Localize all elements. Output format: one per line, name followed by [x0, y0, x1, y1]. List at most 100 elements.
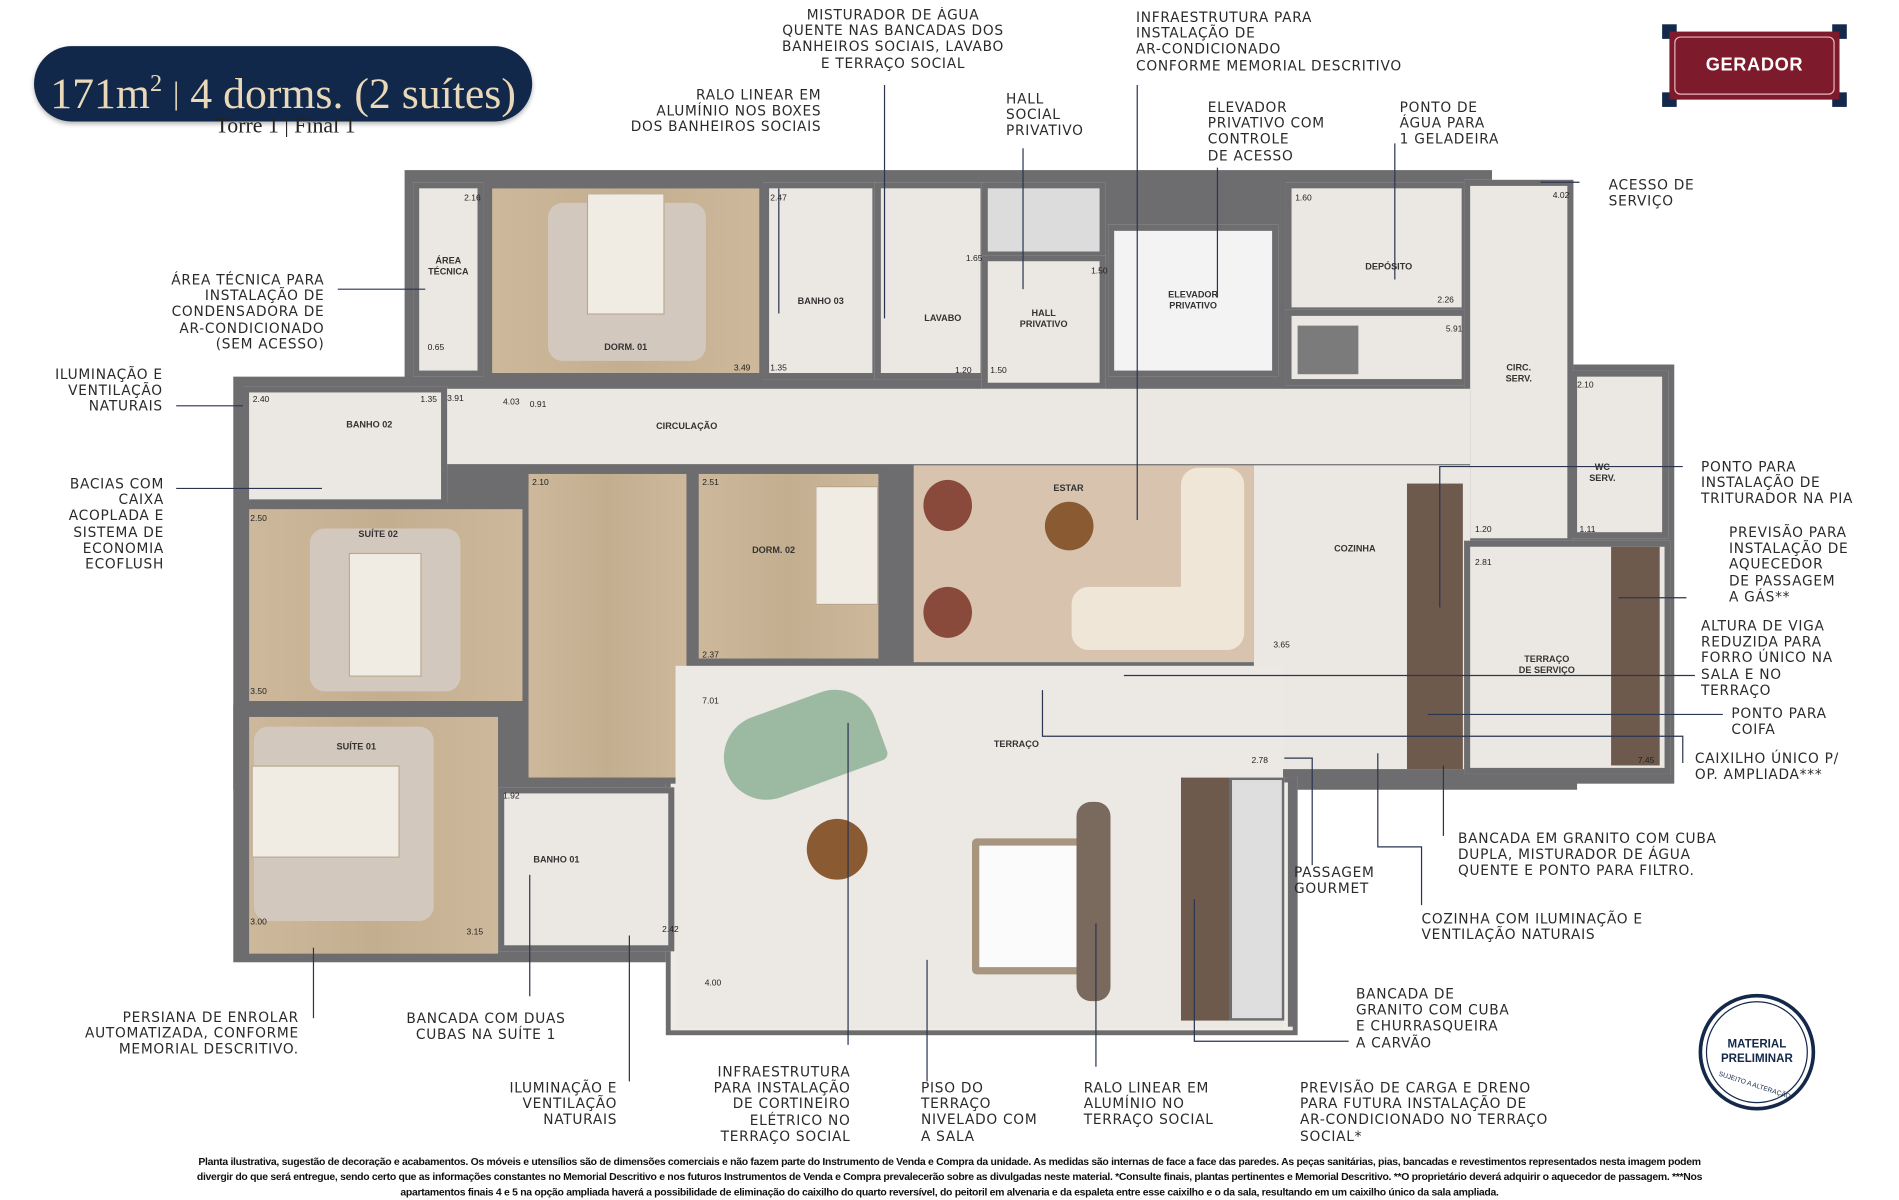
dimension-label: 4.00: [704, 979, 722, 988]
suite-02: SUÍTE 02: [243, 503, 530, 708]
disclaimer-footer: Planta ilustrativa, sugestão de decoraçã…: [12, 1154, 1887, 1199]
note-iluminacao-left: ILUMINAÇÃO E VENTILAÇÃO NATURAIS: [55, 366, 163, 415]
note-coifa: PONTO PARA COIFA: [1731, 705, 1827, 738]
dimension-label: 2.42: [662, 925, 679, 935]
room-label: BANHO 01: [533, 854, 580, 866]
dimension-label: 5.91: [1445, 325, 1463, 335]
note-infra-ac: INFRAESTRUTURA PARA INSTALAÇÃO DE AR-CON…: [1136, 9, 1402, 74]
tower-final: Torre 1 | Final 1: [215, 112, 356, 138]
dorms: 4 dorms. (2 suítes): [190, 69, 516, 118]
terraco-servico: TERRAÇO DE SERVIÇO: [1464, 540, 1671, 774]
leader-line: [1377, 753, 1423, 906]
dimension-label: 7.45: [1637, 756, 1655, 766]
dimension-label: 3.91: [447, 394, 464, 404]
banho-01: BANHO 01: [498, 787, 675, 952]
note-ralo-terraco: RALO LINEAR EM ALUMÍNIO NO TERRAÇO SOCIA…: [1083, 1080, 1214, 1129]
cozinha: COZINHA: [1253, 465, 1471, 770]
note-iluminacao-bottom: ILUMINAÇÃO E VENTILAÇÃO NATURAIS: [509, 1080, 618, 1129]
dimension-label: 2.37: [702, 651, 719, 660]
dorm-01: DORM. 01: [486, 182, 766, 380]
unit-summary-pill: 171m2 | 4 dorms. (2 suítes): [34, 46, 533, 122]
room-label: LAVABO: [924, 312, 962, 324]
gerador-full-badge: GERADOR FULL*: [1662, 24, 1847, 131]
room-label: TERRAÇO: [993, 738, 1039, 750]
room-label: TERRAÇO DE SERVIÇO: [1518, 653, 1575, 676]
note-aquecedor: PREVISÃO PARA INSTALAÇÃO DE AQUECEDOR DE…: [1728, 524, 1849, 605]
dimension-label: 3.00: [250, 918, 267, 928]
area-superscript: 2: [149, 70, 163, 98]
dimension-label: 2.40: [252, 396, 270, 405]
dimension-label: 2.81: [1475, 558, 1492, 568]
gourmet-wall: [1287, 777, 1296, 1027]
room-label: CIRCULAÇÃO: [656, 420, 718, 432]
note-cortineiro: INFRAESTRUTURA PARA INSTALAÇÃO DE CORTIN…: [713, 1064, 851, 1145]
dimension-label: 1.35: [420, 396, 437, 405]
note-ralo-boxes: RALO LINEAR EM ALUMÍNIO NOS BOXES DOS BA…: [630, 87, 822, 136]
circ-serv: CIRC. SERV.: [1464, 179, 1574, 545]
dimension-label: 1.20: [954, 366, 972, 376]
leader-line: [1284, 757, 1313, 866]
dimension-label: 0.91: [529, 400, 547, 410]
dimension-label: 2.50: [250, 515, 267, 524]
room-label: BANHO 02: [346, 419, 393, 431]
note-viga: ALTURA DE VIGA REDUZIDA PARA FORRO ÚNICO…: [1701, 618, 1833, 699]
dimension-label: 1.20: [1475, 526, 1492, 535]
note-piso: PISO DO TERRAÇO NIVELADO COM A SALA: [920, 1080, 1038, 1145]
room-label: CIRC. SERV.: [1505, 362, 1532, 384]
suite-01: SUÍTE 01: [243, 710, 505, 960]
dimension-label: 3.49: [733, 364, 751, 374]
estar: ESTAR: [913, 465, 1254, 663]
lavabo: LAVABO: [874, 182, 987, 380]
badge-label: GERADOR FULL*: [1674, 36, 1835, 131]
dimension-label: 3.15: [466, 928, 484, 937]
dimension-label: 3.50: [250, 687, 267, 697]
dimension-label: 1.65: [965, 255, 983, 264]
dimension-label: 1.35: [770, 364, 787, 374]
dimension-label: 4.02: [1552, 191, 1570, 201]
terraco: TERRAÇO: [675, 665, 1284, 1028]
note-passagem-gourmet: PASSAGEM GOURMET: [1293, 865, 1375, 897]
disclaimer-line: Planta ilustrativa, sugestão de decoraçã…: [198, 1155, 1701, 1168]
room-label: BANHO 03: [797, 295, 844, 307]
dimension-label: 2.10: [1577, 381, 1594, 391]
dimension-label: 3.65: [1273, 641, 1290, 651]
hall-privativo: HALL PRIVATIVO: [981, 255, 1106, 389]
note-triturador: PONTO PARA INSTALAÇÃO DE TRITURADOR NA P…: [1701, 459, 1854, 508]
shaft: [981, 182, 1106, 258]
area: 171m: [50, 69, 150, 118]
stamp-line2: PRELIMINAR: [1720, 1052, 1793, 1066]
note-cozinha-ilum: COZINHA COM ILUMINAÇÃO E VENTILAÇÃO NATU…: [1421, 911, 1643, 944]
dimension-label: 4.03: [503, 398, 520, 408]
dimension-label: 2.26: [1437, 296, 1454, 305]
banho-02: BANHO 02: [243, 386, 448, 506]
room-label: ESTAR: [1053, 482, 1084, 494]
separator: |: [173, 75, 180, 111]
note-ponto-agua: PONTO DE ÁGUA PARA 1 GELADEIRA: [1399, 99, 1500, 148]
leader-line: [1193, 899, 1349, 1042]
room-label: ÁREA TÉCNICA: [428, 255, 469, 278]
note-misturador: MISTURADOR DE ÁGUA QUENTE NAS BANCADAS D…: [781, 7, 1005, 72]
dimension-label: 1.50: [990, 366, 1007, 376]
dimension-label: 2.16: [464, 194, 481, 203]
dimension-label: 7.01: [702, 697, 719, 706]
wc-serv: WC SERV.: [1570, 370, 1669, 539]
dimension-label: 1.11: [1579, 526, 1596, 535]
area-tecnica: ÁREA TÉCNICA: [413, 182, 484, 377]
dimension-label: 0.65: [427, 343, 445, 353]
stamp-line1: MATERIAL: [1727, 1037, 1787, 1051]
room-label: SUÍTE 01: [336, 741, 377, 753]
room-label: DORM. 02: [752, 544, 796, 556]
dimension-label: 1.92: [503, 792, 520, 801]
closets: [522, 467, 693, 784]
dimension-label: 1.50: [1091, 267, 1108, 276]
note-churrasqueira: BANCADA DE GRANITO COM CUBA E CHURRASQUE…: [1355, 986, 1510, 1051]
note-elevador: ELEVADOR PRIVATIVO COM CONTROLE DE ACESS…: [1207, 99, 1325, 164]
room-label: COZINHA: [1334, 543, 1376, 555]
note-carga-dreno: PREVISÃO DE CARGA E DRENO PARA FUTURA IN…: [1300, 1080, 1548, 1145]
dimension-label: 2.10: [532, 478, 549, 488]
dimension-label: 2.51: [702, 478, 719, 488]
room-label: HALL PRIVATIVO: [1019, 307, 1068, 330]
